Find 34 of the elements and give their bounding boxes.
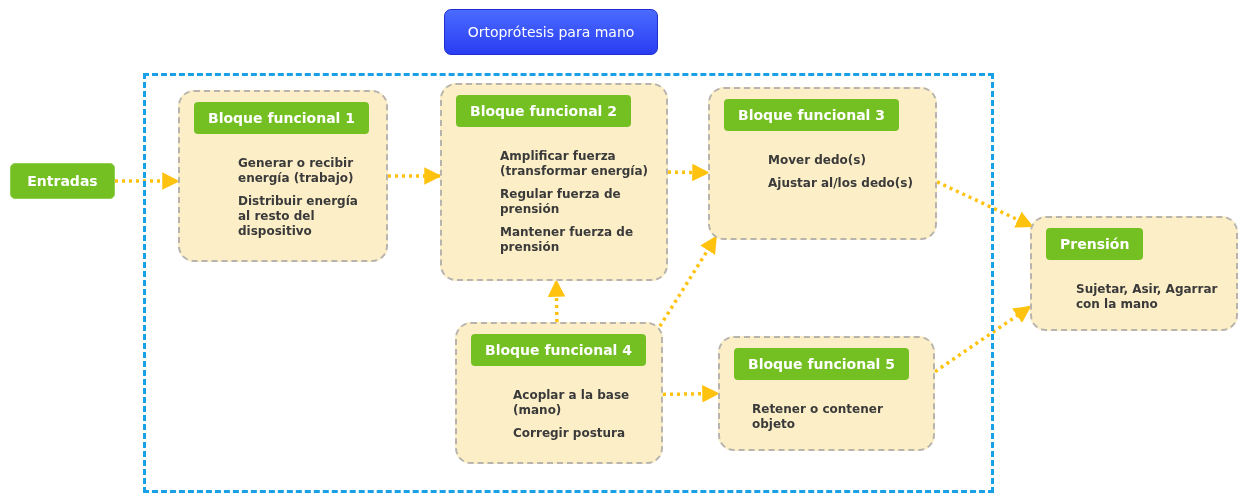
- block-heading: Bloque funcional 5: [734, 348, 909, 380]
- function-text: Regular fuerza de prensión: [500, 187, 622, 217]
- arrow: [667, 163, 710, 182]
- function-text: Retener o contener objeto: [752, 402, 884, 432]
- block-heading: Bloque funcional 3: [724, 99, 899, 131]
- block-heading: Bloque funcional 1: [194, 102, 369, 134]
- arrow: [547, 279, 566, 323]
- function-text: Mover dedo(s): [768, 153, 867, 168]
- block-card: [1030, 216, 1238, 331]
- arrow: [936, 180, 1034, 228]
- title-box: Ortoprótesis para mano: [444, 9, 658, 55]
- function-text: Sujetar, Asir, Agarrar con la mano: [1076, 282, 1219, 312]
- function-text: Amplificar fuerza (transformar energía): [500, 149, 650, 179]
- arrow: [658, 235, 718, 328]
- block-heading: Prensión: [1046, 228, 1144, 260]
- block-card: [178, 90, 388, 262]
- arrow: [115, 172, 180, 190]
- block-card: [718, 336, 935, 451]
- function-text: Mantener fuerza de prensión: [500, 225, 635, 255]
- block-card: [708, 87, 937, 240]
- function-text: Generar o recibir energía (trabajo): [238, 156, 355, 186]
- function-text: Corregir postura: [513, 426, 627, 441]
- arrow: [388, 167, 442, 185]
- function-text: Acoplar a la base (mano): [513, 388, 631, 418]
- function-text: Ajustar al/los dedo(s): [768, 176, 914, 191]
- block-card: [455, 322, 663, 464]
- arrow: [662, 385, 720, 403]
- input-box: Entradas: [10, 163, 115, 199]
- block-heading: Bloque funcional 2: [456, 95, 631, 127]
- arrow: [934, 305, 1032, 374]
- block-heading: Bloque funcional 4: [471, 334, 646, 366]
- block-card: [440, 83, 668, 281]
- dashed-frame: [143, 73, 994, 493]
- function-text: Distribuir energía al resto del dispositivo: [238, 194, 359, 239]
